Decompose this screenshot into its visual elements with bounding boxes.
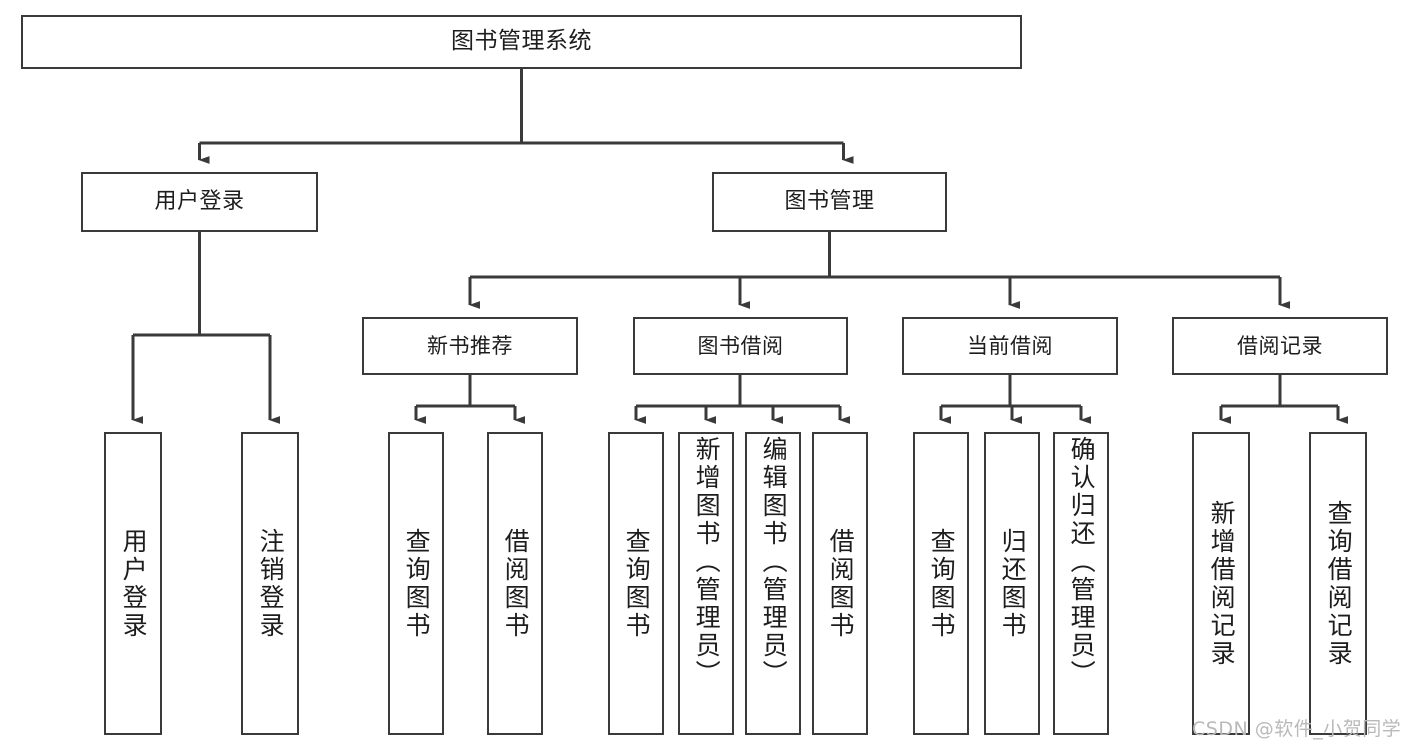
node-label: 编辑图书（管理员） bbox=[759, 436, 789, 688]
node-leaf-return-book[interactable]: 归还图书 bbox=[984, 432, 1040, 735]
node-current-borrowing[interactable]: 当前借阅 bbox=[902, 317, 1118, 375]
node-label: 借阅记录 bbox=[1237, 333, 1323, 358]
node-leaf-borrow-books-recommend[interactable]: 借阅图书 bbox=[487, 432, 543, 735]
node-label: 确认归还（管理员） bbox=[1067, 436, 1097, 688]
node-leaf-user-login[interactable]: 用户登录 bbox=[104, 432, 162, 735]
node-leaf-add-borrow-record[interactable]: 新增借阅记录 bbox=[1192, 432, 1250, 735]
node-label: 新增图书（管理员） bbox=[692, 436, 722, 688]
node-label: 图书管理 bbox=[784, 189, 875, 215]
node-label: 归还图书 bbox=[998, 527, 1028, 640]
node-user-login[interactable]: 用户登录 bbox=[81, 172, 318, 232]
node-label: 查询图书 bbox=[402, 527, 432, 640]
node-label: 借阅图书 bbox=[826, 527, 856, 640]
node-book-borrowing[interactable]: 图书借阅 bbox=[633, 317, 848, 375]
node-leaf-edit-book-admin[interactable]: 编辑图书（管理员） bbox=[745, 432, 801, 735]
node-label: 查询借阅记录 bbox=[1324, 499, 1354, 668]
node-leaf-query-books-borrow[interactable]: 查询图书 bbox=[608, 432, 664, 735]
node-label: 图书借阅 bbox=[697, 333, 784, 358]
node-borrowing-records[interactable]: 借阅记录 bbox=[1172, 317, 1388, 375]
node-label: 查询图书 bbox=[927, 527, 957, 640]
node-label: 借阅图书 bbox=[501, 527, 531, 640]
node-new-book-recommendation[interactable]: 新书推荐 bbox=[362, 317, 578, 375]
node-leaf-borrow-book[interactable]: 借阅图书 bbox=[812, 432, 868, 735]
node-label: 当前借阅 bbox=[967, 333, 1053, 358]
watermark-text: CSDN @软件_小贺同学 bbox=[1192, 718, 1402, 740]
node-label: 新增借阅记录 bbox=[1207, 499, 1237, 668]
node-label: 用户登录 bbox=[154, 189, 245, 215]
node-leaf-query-books-current[interactable]: 查询图书 bbox=[913, 432, 969, 735]
node-label: 新书推荐 bbox=[427, 333, 513, 358]
node-leaf-confirm-return-admin[interactable]: 确认归还（管理员） bbox=[1053, 432, 1109, 735]
node-label: 注销登录 bbox=[256, 527, 286, 640]
node-label: 查询图书 bbox=[622, 527, 652, 640]
node-root-system[interactable]: 图书管理系统 bbox=[21, 15, 1022, 69]
node-leaf-query-borrow-record[interactable]: 查询借阅记录 bbox=[1309, 432, 1367, 735]
node-book-management[interactable]: 图书管理 bbox=[712, 172, 947, 232]
node-label: 用户登录 bbox=[119, 527, 149, 640]
node-leaf-add-book-admin[interactable]: 新增图书（管理员） bbox=[678, 432, 734, 735]
node-leaf-query-books-recommend[interactable]: 查询图书 bbox=[388, 432, 444, 735]
node-leaf-logout[interactable]: 注销登录 bbox=[241, 432, 299, 735]
node-label: 图书管理系统 bbox=[451, 28, 592, 55]
